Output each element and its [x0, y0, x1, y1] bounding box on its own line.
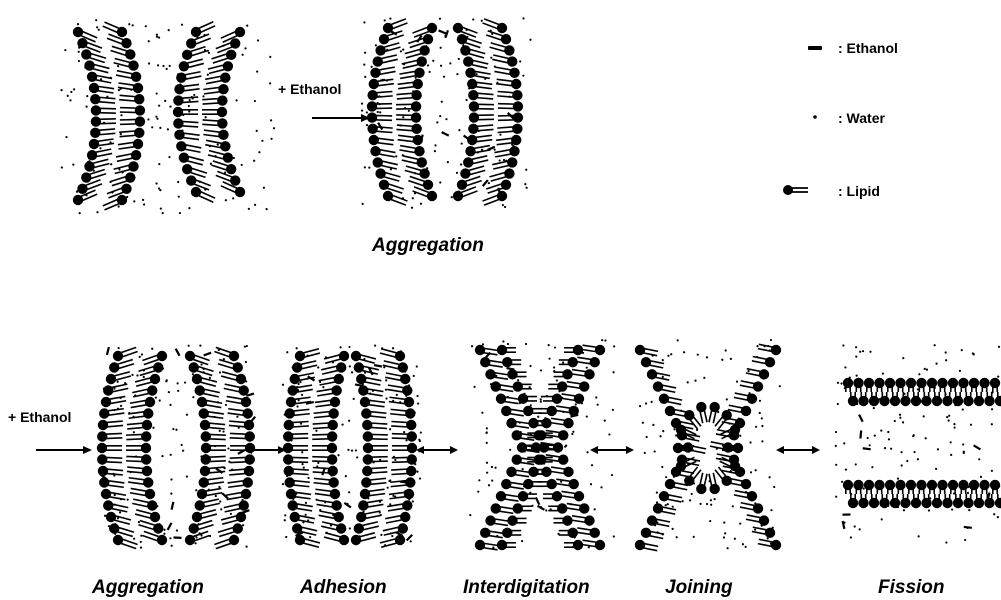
stage-joining-membranes: [635, 339, 781, 551]
stage-adhesion-label: Adhesion: [299, 577, 387, 598]
bottom-reagent-arrow: [36, 446, 92, 454]
equilibrium-arrow-4: [776, 446, 820, 454]
legend-lipid-label: : Lipid: [838, 183, 880, 199]
equilibrium-arrow-3: [590, 446, 634, 454]
bottom-reagent-label: + Ethanol: [8, 409, 71, 425]
top-left-membrane-pair: [60, 19, 275, 214]
equilibrium-arrow-2: [416, 446, 458, 454]
stage-aggregation-membranes: [97, 344, 255, 548]
stage-fission-membranes: [835, 344, 1001, 544]
legend-water-label: : Water: [838, 110, 885, 126]
top-stage-aggregation-label: Aggregation: [371, 235, 484, 256]
top-right-membrane-pair: [361, 17, 532, 209]
stage-interdigitation-label: Interdigitation: [463, 577, 590, 598]
equilibrium-arrow-1: [244, 446, 286, 454]
lipid-legend-icon: [783, 185, 808, 195]
stage-aggregation-label: Aggregation: [91, 577, 204, 598]
stage-interdigitation-membranes: [469, 339, 615, 550]
stage-fission-label: Fission: [878, 577, 945, 598]
water-legend-icon: [813, 115, 817, 119]
stage-adhesion-membranes: [282, 345, 422, 548]
top-reagent-label: + Ethanol: [278, 81, 341, 97]
top-reagent-arrow: [312, 114, 370, 122]
ethanol-legend-icon: [808, 46, 822, 50]
legend-ethanol-label: : Ethanol: [838, 40, 898, 56]
legend: : Ethanol : Water : Lipid: [783, 40, 898, 199]
stage-joining-label: Joining: [665, 577, 733, 598]
